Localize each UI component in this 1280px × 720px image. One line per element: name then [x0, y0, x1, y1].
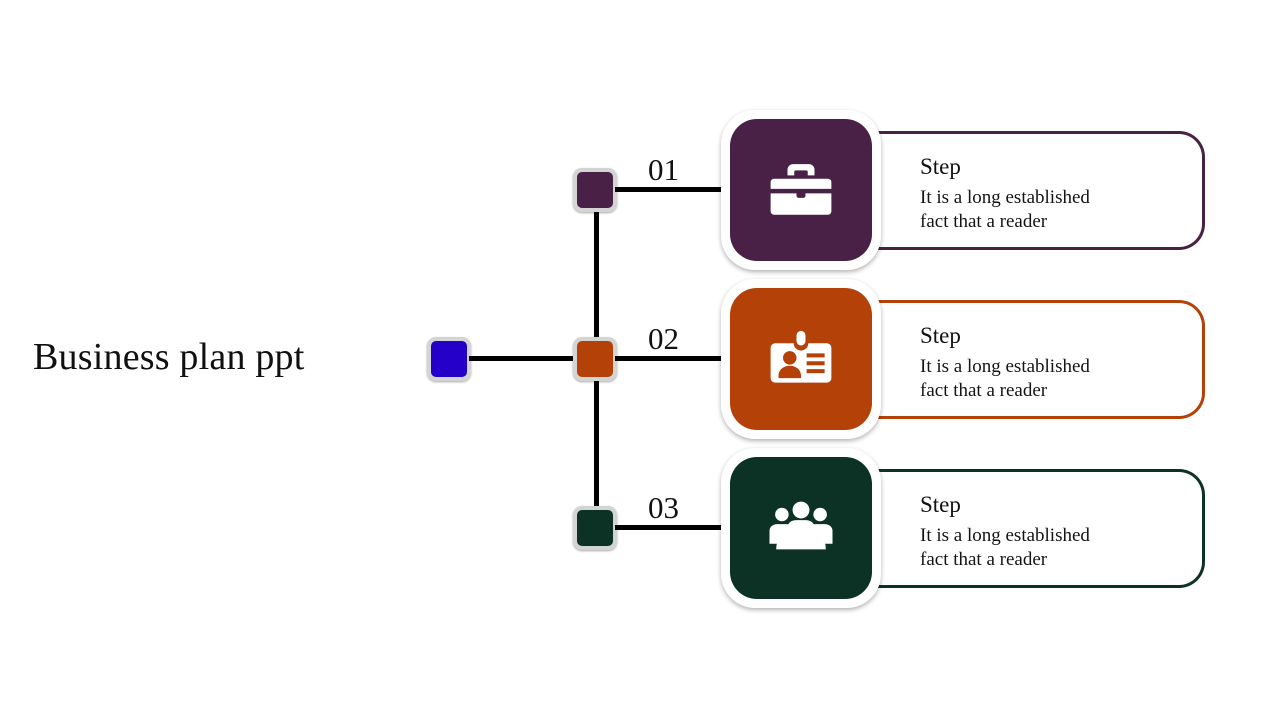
step-row-03[interactable]: Step It is a long established fact that …: [715, 448, 1205, 608]
people-group-icon: [765, 492, 837, 564]
id-badge-icon: [765, 323, 837, 395]
step-icon-tile-03[interactable]: [730, 457, 872, 599]
step-card-body-01: It is a long established fact that a rea…: [920, 187, 1090, 232]
step-icon-frame-01: [721, 110, 881, 270]
step-number-01: 01: [648, 152, 679, 187]
connector-branch-02: [615, 356, 730, 361]
page-title: Business plan ppt: [33, 336, 305, 378]
step-card-body-02: It is a long established fact that a rea…: [920, 356, 1090, 401]
step-card-text-02: Step It is a long established fact that …: [920, 321, 1190, 402]
step-number-03: 03: [648, 490, 679, 525]
branch-node-02[interactable]: [573, 337, 617, 381]
step-number-02: 02: [648, 321, 679, 356]
step-card-body-03: It is a long established fact that a rea…: [920, 525, 1090, 570]
hub-node-square[interactable]: [427, 337, 471, 381]
connector-branch-03: [615, 525, 730, 530]
step-card-title-03: Step: [920, 492, 961, 517]
step-card-title-01: Step: [920, 154, 961, 179]
step-row-02[interactable]: Step It is a long established fact that …: [715, 279, 1205, 439]
step-card-01: Step It is a long established fact that …: [875, 131, 1205, 250]
step-card-03: Step It is a long established fact that …: [875, 469, 1205, 588]
step-icon-tile-01[interactable]: [730, 119, 872, 261]
briefcase-icon: [765, 154, 837, 226]
step-icon-frame-02: [721, 279, 881, 439]
step-icon-tile-02[interactable]: [730, 288, 872, 430]
step-icon-frame-03: [721, 448, 881, 608]
step-row-01[interactable]: Step It is a long established fact that …: [715, 110, 1205, 270]
step-card-text-01: Step It is a long established fact that …: [920, 152, 1190, 233]
branch-node-01[interactable]: [573, 168, 617, 212]
step-card-title-02: Step: [920, 323, 961, 348]
connector-branch-01: [615, 187, 730, 192]
connector-hub-to-spine: [469, 356, 579, 361]
branch-node-03[interactable]: [573, 506, 617, 550]
step-card-02: Step It is a long established fact that …: [875, 300, 1205, 419]
step-card-text-03: Step It is a long established fact that …: [920, 490, 1190, 571]
